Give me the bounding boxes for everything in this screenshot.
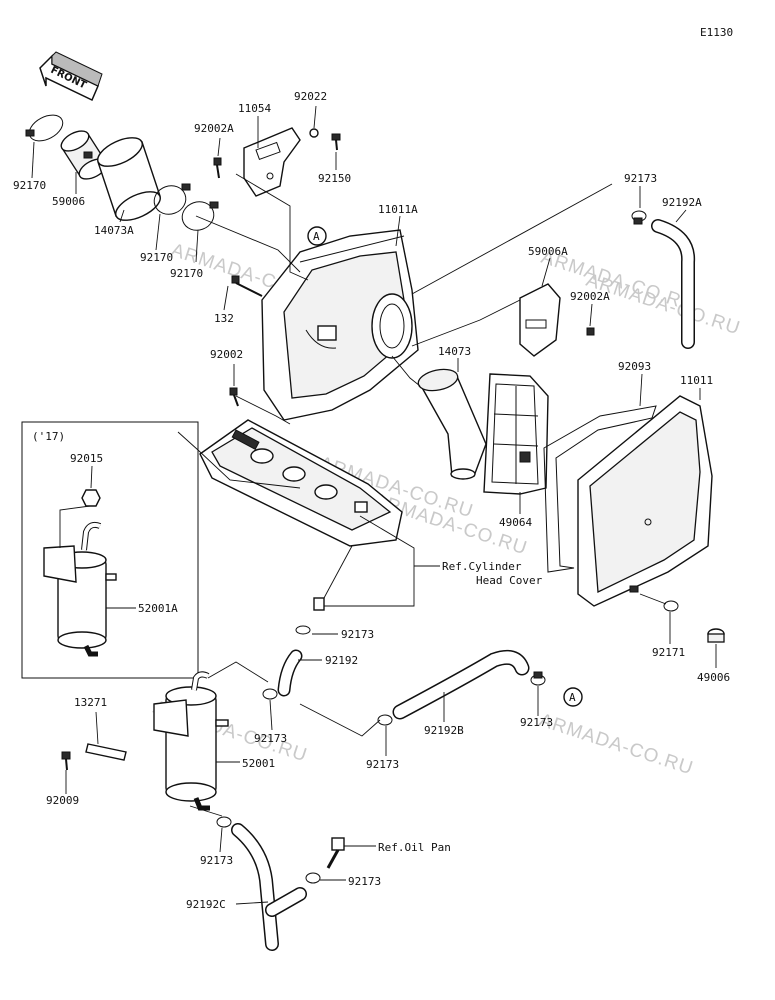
bolt-92002: [229, 387, 239, 407]
part-label: 92173: [348, 875, 381, 888]
callout-letter: A: [313, 230, 320, 243]
inset-frame: [21, 421, 199, 679]
part-label: 92173: [341, 628, 374, 641]
bracket-11054: [243, 127, 301, 197]
part-label: 132: [214, 312, 234, 325]
fitting-oil-pan: [326, 837, 345, 869]
element-49064: [483, 373, 549, 495]
bolt-132: [231, 275, 263, 297]
separator-52001a: [43, 521, 117, 657]
clamp-92170-b: [153, 183, 191, 215]
part-label: 92173: [624, 172, 657, 185]
clamp-92173-b4: [216, 816, 232, 828]
part-label: 92192: [325, 654, 358, 667]
cover-11011: [577, 395, 713, 607]
inset-label: ('17): [32, 430, 65, 443]
part-label: 92093: [618, 360, 651, 373]
ref-cylinder-head-cover-line1: Ref.Cylinder: [442, 560, 522, 573]
part-label: 14073A: [94, 224, 134, 237]
bolt-92009: [61, 751, 71, 771]
separator-52001: [153, 671, 229, 811]
part-label: 92192A: [662, 196, 702, 209]
clamp-92173-mid: [295, 625, 311, 635]
part-label: 59006A: [528, 245, 568, 258]
housing-11011a: [261, 229, 419, 421]
cylinder-head-cover: [199, 419, 403, 547]
part-label: 52001A: [138, 602, 178, 615]
bolt-92002a-mid: [586, 327, 595, 336]
callout-a-bottom: A: [563, 687, 583, 707]
callout-letter: A: [569, 691, 576, 704]
part-label: 92009: [46, 794, 79, 807]
part-label: 92150: [318, 172, 351, 185]
nut-92015: [81, 489, 101, 507]
part-label: 92192C: [186, 898, 226, 911]
part-label: 92170: [13, 179, 46, 192]
clamp-92173-top: [631, 210, 647, 225]
part-label: 14073: [438, 345, 471, 358]
duct-14073: [417, 368, 487, 480]
part-label: 49064: [499, 516, 532, 529]
part-label: 11054: [238, 102, 271, 115]
part-label: 92173: [254, 732, 287, 745]
part-label: 52001: [242, 757, 275, 770]
bolt-92002a-top: [213, 157, 222, 179]
clamp-92170-a: [25, 114, 64, 142]
part-label: 49006: [697, 671, 730, 684]
gasket-92093: [543, 405, 657, 573]
clamp-92173-b3: [530, 671, 546, 686]
hose-92192a: [651, 219, 696, 349]
part-label: 92192B: [424, 724, 464, 737]
part-label: 92002: [210, 348, 243, 361]
cover-59006a: [519, 283, 561, 357]
hose-92192c: [231, 823, 307, 951]
clamp-92171: [663, 600, 679, 612]
part-label: 92022: [294, 90, 327, 103]
leader-lines: [31, 105, 717, 905]
nipple-cover: [313, 597, 325, 611]
part-label: 11011: [680, 374, 713, 387]
part-label: 11011A: [378, 203, 418, 216]
part-label: 92173: [200, 854, 233, 867]
clamp-92173-b2: [377, 714, 393, 726]
plate-13271: [85, 743, 127, 761]
hose-92192b: [392, 649, 530, 720]
part-label: 59006: [52, 195, 85, 208]
part-label: 92002A: [194, 122, 234, 135]
clamp-92173-b5: [305, 872, 321, 884]
part-label: 13271: [74, 696, 107, 709]
watermark: ARMADA-CO.RU: [583, 270, 742, 340]
watermark: ARMADA-CO.RU: [536, 710, 695, 780]
part-label: 92171: [652, 646, 685, 659]
ref-oil-pan: Ref.Oil Pan: [378, 841, 451, 854]
callout-a-top: A: [307, 226, 327, 246]
part-labels: 92170 59006 14073A 92170 92170 92002A 11…: [13, 90, 730, 911]
cap-49006: [707, 628, 725, 643]
hose-92192: [277, 649, 303, 697]
part-label: 92173: [366, 758, 399, 771]
part-label: 92170: [140, 251, 173, 264]
part-label: 92002A: [570, 290, 610, 303]
front-arrow-icon: FRONT: [39, 51, 103, 102]
part-label: 92015: [70, 452, 103, 465]
ref-cylinder-head-cover-line2: Head Cover: [476, 574, 543, 587]
part-label: 92170: [170, 267, 203, 280]
clamp-92173-b1: [262, 688, 278, 700]
washer-92022: [309, 128, 319, 138]
clamp-92170-c: [181, 201, 219, 231]
bolt-92150: [331, 133, 341, 151]
duct-14073a: [97, 137, 161, 221]
part-label: 92173: [520, 716, 553, 729]
diagram-code: E1130: [700, 26, 733, 39]
